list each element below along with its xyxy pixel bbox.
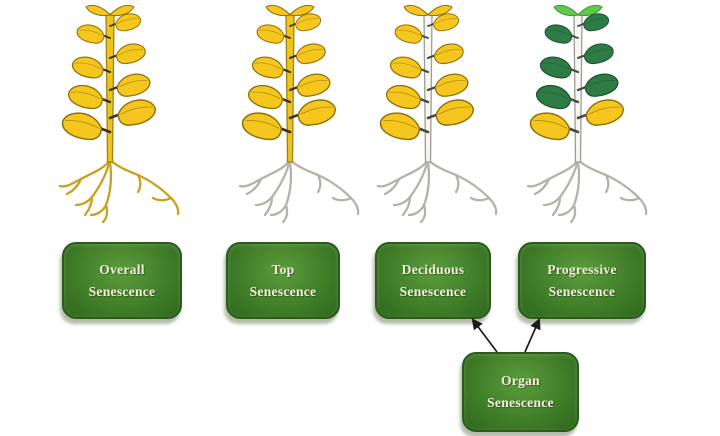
top-senescence-label-line1: Top [271, 261, 295, 277]
top-senescence-plant-illustration [215, 2, 365, 230]
progressive-senescence-label-line2: Senescence [548, 283, 616, 299]
deciduous-senescence-plant-illustration [353, 2, 503, 230]
top-senescence-label-line2: Senescence [249, 283, 317, 299]
top-senescence-box: Top Senescence [226, 242, 340, 319]
organ-senescence-arrows [471, 317, 541, 353]
progressive-senescence-label-line1: Progressive [547, 261, 617, 277]
progressive-senescence-plant-illustration [503, 2, 653, 230]
deciduous-senescence-label-line2: Senescence [399, 283, 467, 299]
progressive-senescence-plant-svg [526, 4, 648, 224]
arrow-organ-to-progressive [524, 317, 541, 353]
deciduous-senescence-box: Deciduous Senescence [375, 242, 491, 319]
arrow-organ-to-deciduous [471, 318, 498, 353]
progressive-senescence-box: Progressive Senescence [518, 242, 646, 319]
organ-senescence-box: Organ Senescence [462, 352, 579, 432]
top-senescence-plant-svg [238, 4, 360, 224]
organ-senescence-label-line2: Senescence [487, 395, 554, 410]
deciduous-senescence-plant-svg [376, 4, 498, 224]
deciduous-senescence-label-line1: Deciduous [401, 261, 465, 277]
overall-senescence-plant-illustration [35, 2, 185, 230]
organ-senescence-label-line1: Organ [500, 373, 540, 388]
overall-senescence-box: Overall Senescence [62, 242, 182, 319]
overall-senescence-label-line2: Senescence [88, 283, 156, 299]
overall-senescence-plant-svg [58, 4, 180, 224]
overall-senescence-label-line1: Overall [99, 261, 145, 277]
